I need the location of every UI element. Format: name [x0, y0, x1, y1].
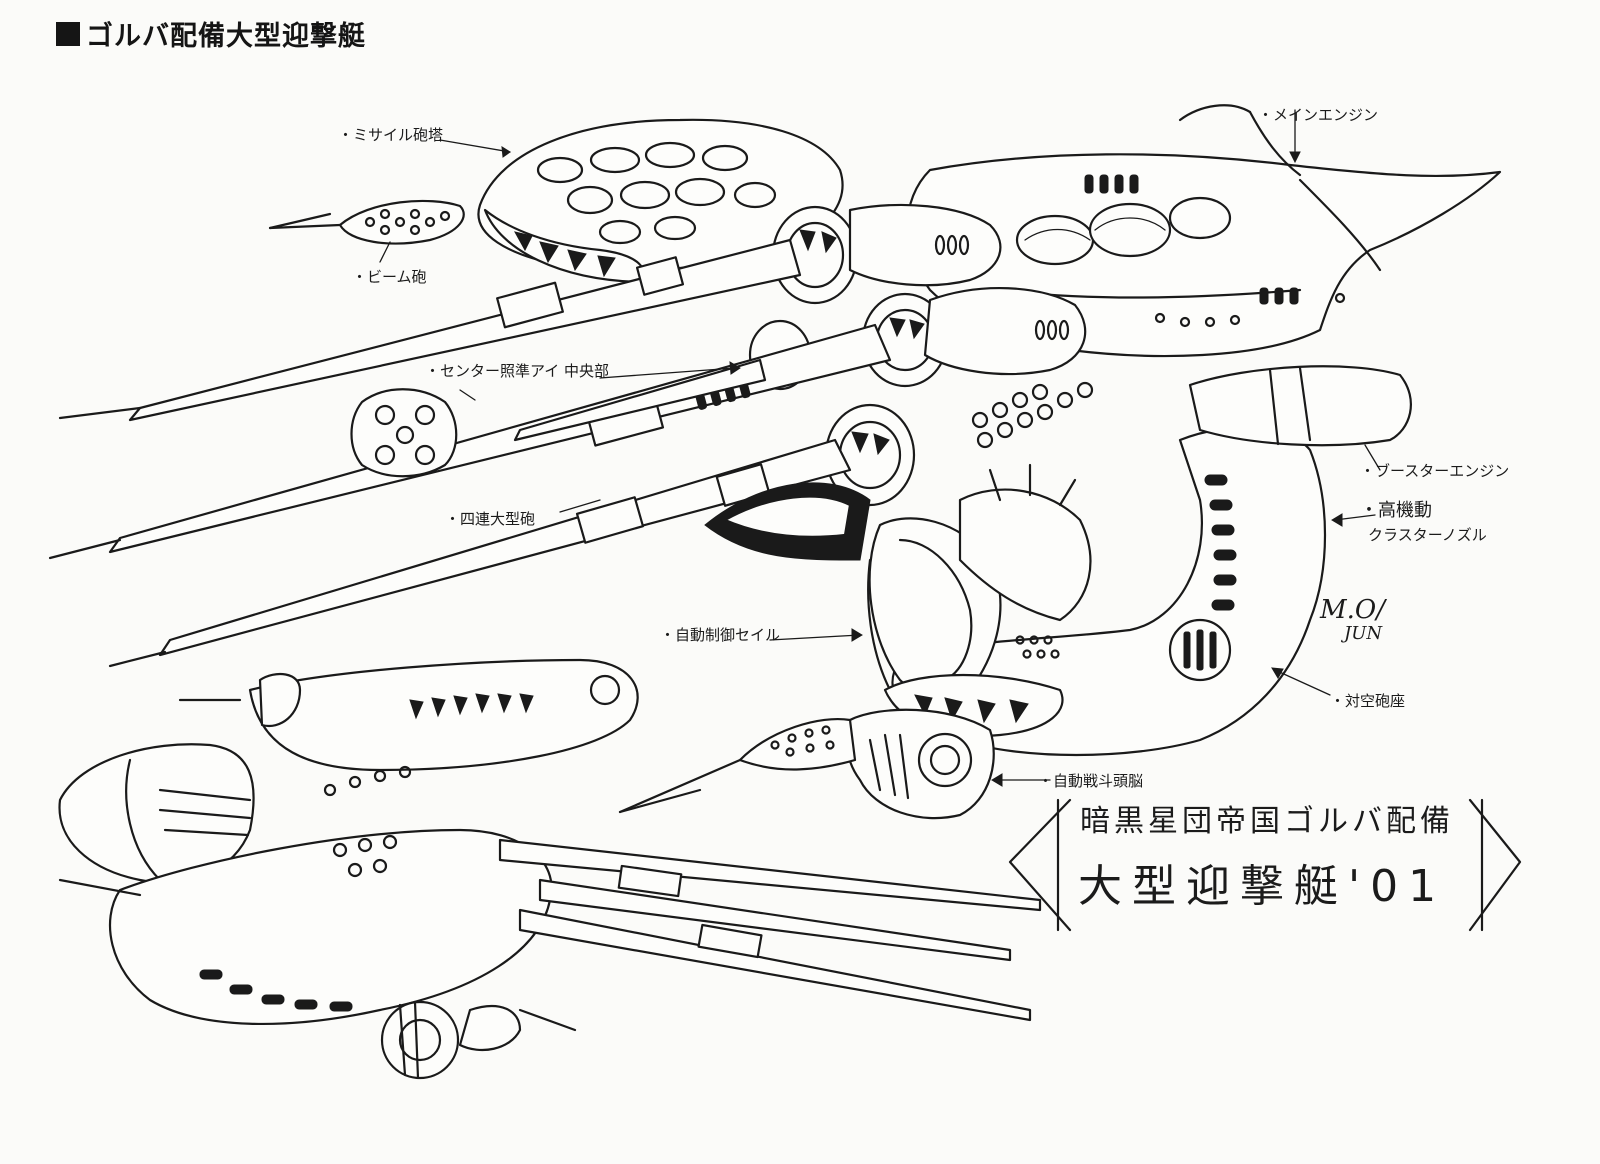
label-missile-turret: ・ミサイル砲塔	[338, 126, 444, 144]
label-main-engine: ・メインエンジン	[1258, 106, 1379, 124]
spike-fins	[958, 488, 1092, 622]
leader-lines	[379, 109, 1381, 787]
label-beam-cannon: ・ビーム砲	[352, 268, 427, 286]
lower-body-slots	[199, 969, 353, 1012]
lower-top-hull	[248, 658, 639, 772]
page-title-text: ゴルバ配備大型迎撃艇	[86, 21, 366, 52]
intake-rings	[748, 205, 949, 507]
caption-brackets	[1008, 798, 1522, 932]
aa-dome	[1168, 618, 1232, 682]
lower-combat-head	[380, 1000, 522, 1080]
lower-ship-drawing	[58, 658, 1042, 1080]
booster-engine	[1188, 365, 1412, 447]
quad-cannon-barrels	[48, 238, 892, 668]
label-cluster-nozzle: クラスターノズル	[1368, 526, 1487, 544]
signature-line2: JUN	[1344, 623, 1383, 644]
lower-mouth-teeth	[914, 694, 1029, 724]
lower-nose-cone	[58, 743, 255, 884]
dot-array	[1015, 635, 1060, 659]
combat-brain-head	[845, 708, 995, 820]
center-sight-eye	[350, 388, 458, 478]
caption-line1: 暗黒星団帝国ゴルバ配備	[1080, 804, 1454, 839]
spike-dots	[770, 725, 835, 757]
finned-pod-middle	[923, 287, 1087, 376]
label-auto-combat-brain: ・自動戦斗頭脳	[1038, 772, 1144, 790]
beam-cannon-pod	[338, 199, 465, 245]
label-high-mobility: ・高機動	[1360, 500, 1432, 521]
turret-panels	[536, 141, 777, 245]
caption-line2: 大型迎撃艇'01	[1078, 861, 1447, 912]
hull-rivets	[1154, 292, 1346, 328]
lower-body-dots	[323, 765, 412, 878]
artist-signature: M.O/ JUN	[1320, 595, 1385, 646]
lower-top-teeth	[409, 693, 534, 720]
label-booster-engine: ・ブースターエンジン	[1360, 462, 1510, 480]
intake-teeth	[799, 229, 925, 456]
title-square-icon	[56, 21, 80, 46]
pod-slots	[934, 234, 1070, 341]
label-quad-cannon: ・四連大型砲	[445, 510, 536, 528]
page-title: ゴルバ配備大型迎撃艇	[56, 14, 366, 53]
lower-dotted-spike	[738, 718, 857, 771]
engine-slits	[1084, 174, 1299, 305]
label-center-sight: ・センター照準アイ 中央部	[425, 362, 610, 380]
upper-ship-drawing	[48, 104, 1502, 820]
porthole-row	[971, 381, 1094, 449]
lower-cannon-barrels	[498, 838, 1042, 1022]
signature-line1: M.O/	[1320, 595, 1385, 625]
label-auto-control-sail: ・自動制御セイル	[660, 626, 781, 644]
finned-pod-upper	[848, 203, 1002, 287]
label-aa-gun-mount: ・対空砲座	[1330, 692, 1406, 710]
turret-mouth-teeth	[514, 231, 616, 278]
beam-pod-dots	[364, 208, 451, 236]
cluster-nozzle-slots	[1204, 474, 1237, 611]
